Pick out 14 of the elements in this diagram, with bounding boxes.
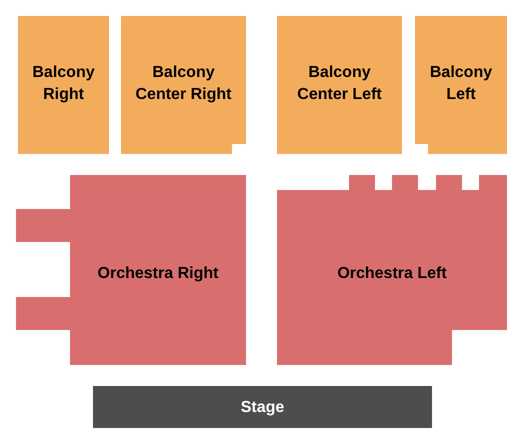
section-label: Orchestra Right [96, 264, 220, 284]
section-label: Balcony Center Left [296, 63, 383, 105]
seating-section [277, 16, 402, 154]
seating-section [18, 16, 109, 154]
seating-section [277, 175, 507, 365]
section-label: Balcony Right [31, 63, 96, 105]
section-label: Balcony Center Right [134, 63, 232, 105]
section-label: Balcony Left [428, 63, 494, 105]
section-label: Orchestra Left [336, 264, 448, 284]
stage-area [93, 386, 432, 428]
seating-section [16, 175, 246, 365]
seating-section [415, 16, 507, 154]
seating-section [121, 16, 246, 154]
section-label: Stage [240, 398, 286, 418]
